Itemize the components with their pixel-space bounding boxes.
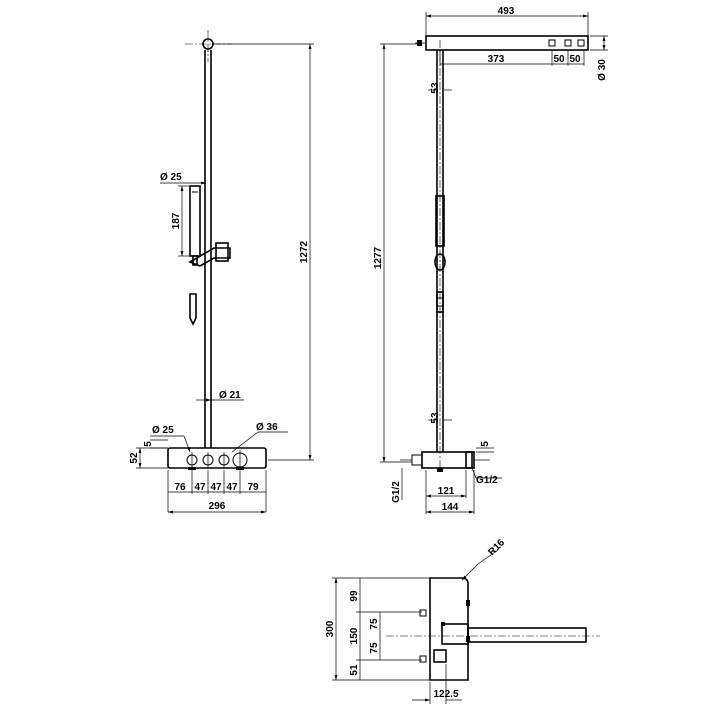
front-spacing-2: 47 — [194, 482, 206, 493]
top-width: 122.5 — [433, 689, 458, 700]
front-height: 1272 — [299, 240, 310, 263]
side-gap: 5 — [480, 441, 491, 447]
side-bottom-dia: 53 — [430, 412, 441, 424]
top-top-segment: 99 — [349, 590, 360, 602]
top-half-a: 75 — [369, 618, 380, 630]
top-radius: R16 — [486, 537, 507, 558]
front-right-knob-dia: Ø 36 — [256, 422, 278, 433]
front-spacing-3: 47 — [210, 482, 222, 493]
front-hand-length: 187 — [171, 212, 182, 229]
side-thread-left: G1/2 — [391, 481, 402, 503]
top-mid-segment: 150 — [349, 627, 360, 644]
side-arm-to-nozzle: 373 — [488, 54, 505, 65]
front-panel-height: 52 — [129, 452, 140, 464]
side-view: 493 373 50 50 Ø 30 53 1277 53 5 G1/2 — [373, 6, 608, 514]
side-top-dia: 53 — [430, 82, 441, 94]
front-small-gap: 5 — [143, 441, 154, 447]
front-head-dia: Ø 25 — [160, 172, 182, 183]
side-depth-outer: 144 — [442, 502, 459, 513]
top-view: R16 300 99 150 51 75 75 122.5 — [325, 537, 600, 704]
side-nozzle-b: 50 — [569, 54, 581, 65]
side-depth-inner: 121 — [438, 486, 455, 497]
front-left-knob-dia: Ø 25 — [152, 425, 174, 436]
front-spacing-4: 47 — [226, 482, 238, 493]
top-bottom-segment: 51 — [349, 664, 360, 676]
side-height: 1277 — [373, 246, 384, 269]
front-rail-dia: Ø 21 — [219, 390, 241, 401]
front-width: 296 — [209, 501, 226, 512]
top-half-b: 75 — [369, 642, 380, 654]
front-spacing-5: 79 — [247, 482, 259, 493]
front-view: Ø 25 187 Ø 21 1272 Ø 25 5 52 Ø 36 — [129, 30, 314, 514]
side-nozzle-a: 50 — [553, 54, 565, 65]
front-spacing-1: 76 — [174, 482, 186, 493]
side-thread-right: G1/2 — [476, 475, 498, 486]
side-arm-total: 493 — [498, 6, 515, 17]
side-arm-dia: Ø 30 — [597, 59, 608, 81]
top-total: 300 — [325, 620, 336, 637]
